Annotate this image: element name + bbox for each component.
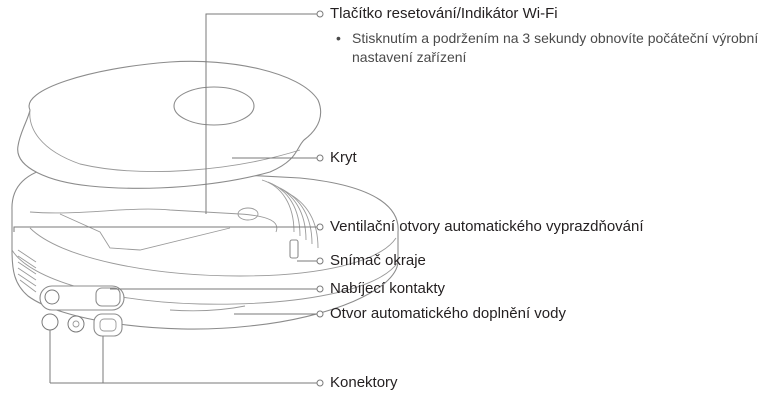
auto-water-refill-label: Otvor automatického doplnění vody (330, 305, 566, 322)
bullet-dot: • (336, 30, 341, 46)
leader-lines (13, 10, 324, 387)
contacts-panel (39, 285, 246, 337)
reset-button-note: • Stisknutím a podržením na 3 sekundy ob… (336, 29, 776, 69)
charging-contacts-label: Nabíjecí kontakty (330, 280, 446, 297)
bumper-ribs (261, 179, 319, 249)
cover-label: Kryt (330, 149, 357, 166)
connectors-label: Konektory (330, 374, 398, 391)
edge-sensor-label: Snímač okraje (330, 252, 426, 269)
cover-lid (17, 60, 322, 189)
side-vent-grille (17, 249, 37, 293)
reset-button-label: Tlačítko resetování/Indikátor Wi-Fi (330, 5, 558, 22)
edge-sensor-nub (289, 239, 299, 259)
robot-base (11, 163, 399, 337)
reset-button-note-text: Stisknutím a podržením na 3 sekundy obno… (352, 30, 759, 65)
cover-top-hatch (173, 86, 255, 126)
auto-empty-vents-label: Ventilační otvory automatického vyprazdň… (330, 218, 644, 235)
